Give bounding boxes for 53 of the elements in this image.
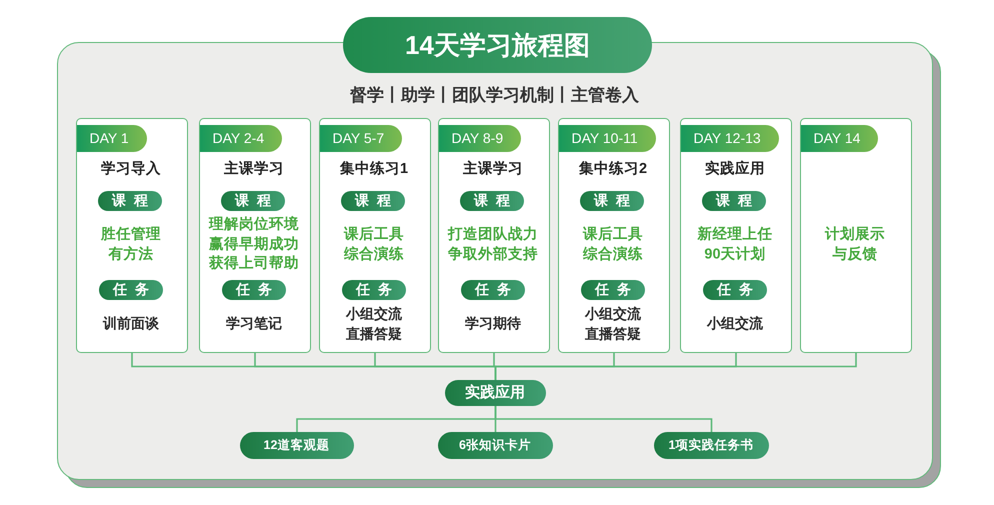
summary-pill: 实践应用 — [444, 380, 546, 406]
output-pill: 1项实践任务书 — [654, 432, 768, 458]
section-pill: 任务 — [461, 280, 525, 300]
section-pill: 课程 — [580, 191, 644, 211]
output-pill: 6张知识卡片 — [438, 432, 552, 458]
card-title: 主课学习 — [463, 160, 523, 180]
card-title: 主课学习 — [224, 160, 284, 180]
task-text: 小组交流直播答疑 — [584, 304, 642, 343]
task-text: 学习笔记 — [226, 314, 282, 334]
course-text: 课后工具综合演练 — [342, 225, 405, 264]
section-pill: 课程 — [460, 191, 524, 211]
output-pill: 12道客观题 — [240, 432, 354, 458]
section-pill: 任务 — [99, 280, 163, 300]
card-title: 集中练习2 — [578, 160, 648, 180]
card-title: 集中练习1 — [340, 160, 408, 180]
course-text: 打造团队战力争取外部支持 — [447, 225, 539, 264]
task-text: 训前面谈 — [103, 314, 159, 334]
connector-line — [494, 406, 712, 432]
section-pill: 任务 — [342, 280, 406, 300]
day-card — [318, 118, 430, 352]
day-card — [558, 118, 670, 352]
card-title: 实践应用 — [705, 160, 765, 180]
section-pill: 课程 — [98, 191, 162, 211]
task-text: 小组交流直播答疑 — [344, 304, 403, 343]
day-tab: DAY 1 — [76, 124, 147, 152]
section-pill: 任务 — [703, 280, 767, 300]
day-tab: DAY 10-11 — [558, 124, 656, 152]
day-card — [198, 118, 310, 352]
course-text: 胜任管理有方法 — [100, 225, 162, 264]
day-card — [800, 118, 912, 352]
day-card — [76, 118, 188, 352]
day-tab: DAY 12-13 — [680, 124, 779, 152]
title-banner: 14天学习旅程图 — [343, 17, 652, 73]
course-text: 计划展示与反馈 — [824, 225, 886, 264]
section-pill: 课程 — [702, 191, 766, 211]
day-card — [438, 118, 550, 352]
day-tab: DAY 5-7 — [320, 124, 402, 152]
course-text: 理解岗位环境赢得早期成功获得上司帮助 — [208, 216, 300, 274]
course-text: 新经理上任90天计划 — [696, 225, 774, 264]
section-pill: 任务 — [222, 280, 286, 300]
section-pill: 课程 — [341, 191, 405, 211]
section-pill: 任务 — [581, 280, 645, 300]
day-tab: DAY 8-9 — [438, 124, 522, 152]
day-tab: DAY 2-4 — [200, 124, 282, 152]
subtitle: 督学丨助学丨团队学习机制丨主管卷入 — [350, 84, 639, 106]
connector-line — [494, 352, 856, 380]
task-text: 学习期待 — [465, 314, 521, 334]
course-text: 课后工具综合演练 — [582, 225, 644, 264]
day-card — [680, 118, 792, 352]
task-text: 小组交流 — [707, 314, 763, 334]
day-tab: DAY 14 — [800, 124, 878, 152]
section-pill: 课程 — [221, 191, 285, 211]
card-title: 学习导入 — [101, 160, 161, 180]
